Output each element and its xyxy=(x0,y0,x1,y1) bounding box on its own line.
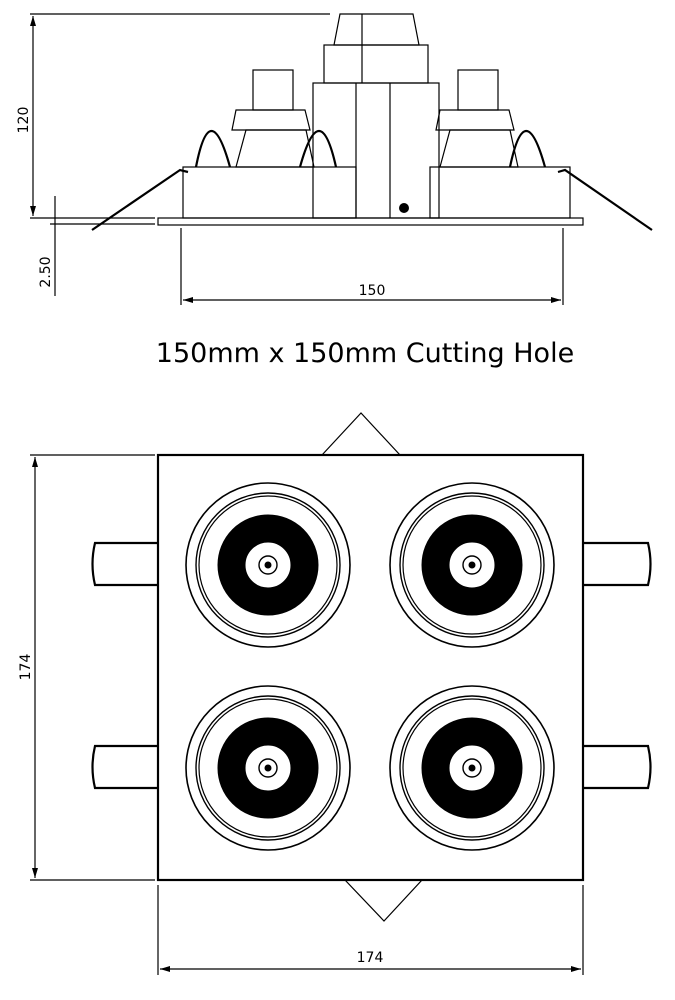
top-view: 174 174 xyxy=(18,412,652,975)
height-dimension-label: 120 xyxy=(16,107,32,134)
lamp xyxy=(389,482,555,648)
plate-width-dimension-label: 174 xyxy=(357,950,384,966)
side-view: 120 2.50 150 xyxy=(16,13,653,305)
flange-dimension-label: 2.50 xyxy=(38,256,54,287)
lamp xyxy=(185,482,351,648)
bottom-clip xyxy=(343,879,424,922)
top-clip xyxy=(320,412,402,456)
lamp xyxy=(185,685,351,851)
width-dimension-label: 150 xyxy=(359,283,386,299)
cutting-hole-title: 150mm x 150mm Cutting Hole xyxy=(155,338,575,369)
lamp xyxy=(389,685,555,851)
plate-height-dimension-label: 174 xyxy=(18,654,34,681)
trim-plate xyxy=(156,453,585,882)
flange xyxy=(157,217,584,226)
